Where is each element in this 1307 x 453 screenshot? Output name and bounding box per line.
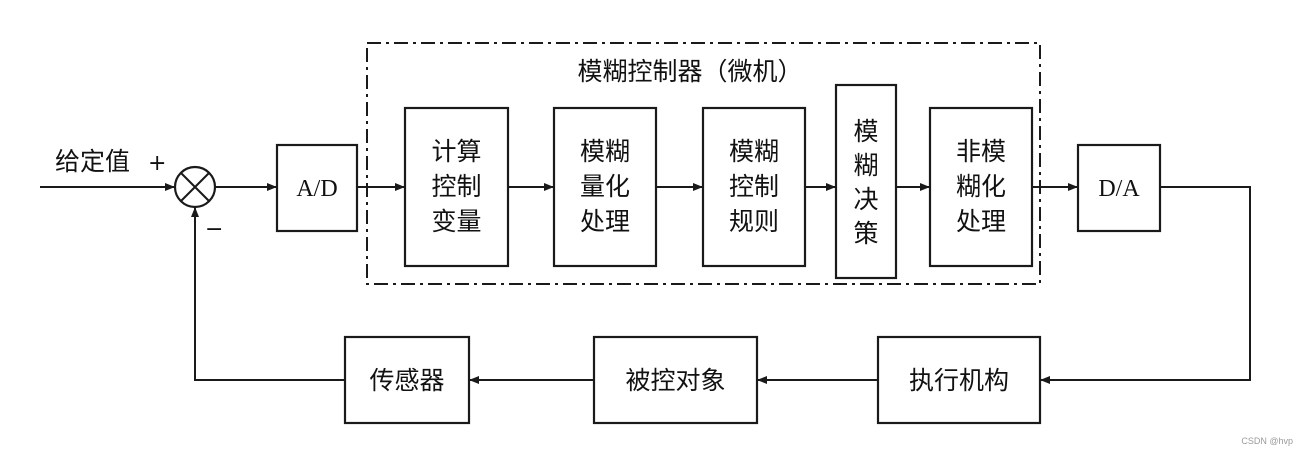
defuzzification-block: 非模 糊化 处理 <box>928 106 1034 268</box>
svg-text:A/D: A/D <box>296 176 337 202</box>
plus-sign: + <box>148 151 166 176</box>
svg-text:执行机构: 执行机构 <box>909 366 1009 395</box>
svg-text:传感器: 传感器 <box>369 366 444 395</box>
summing-junction-icon <box>173 165 217 209</box>
fuzzy-control-rules-block: 模糊 控制 规则 <box>701 106 807 268</box>
svg-text:糊化: 糊化 <box>956 172 1006 201</box>
fuzzy-controller-title: 模糊控制器（微机） <box>577 57 802 86</box>
svg-text:处理: 处理 <box>580 207 630 236</box>
wire-da-to-actuator <box>1040 186 1251 384</box>
svg-text:D/A: D/A <box>1098 176 1140 202</box>
svg-text:策: 策 <box>853 219 878 248</box>
svg-text:模糊: 模糊 <box>729 137 779 166</box>
compute-control-variables-block: 计算 控制 变量 <box>403 106 510 268</box>
svg-text:计算: 计算 <box>431 137 481 166</box>
svg-text:糊: 糊 <box>853 151 878 180</box>
watermark-text: CSDN @hvp <box>1241 436 1293 446</box>
svg-text:变量: 变量 <box>431 207 481 236</box>
svg-text:模糊: 模糊 <box>580 137 630 166</box>
setpoint-label: 给定值 <box>55 147 130 176</box>
fuzzy-quantization-block: 模糊 量化 处理 <box>552 106 658 268</box>
svg-text:规则: 规则 <box>729 207 779 236</box>
controlled-plant-block: 被控对象 <box>592 335 759 425</box>
svg-text:处理: 处理 <box>956 207 1006 236</box>
svg-text:模: 模 <box>853 117 878 146</box>
svg-text:控制: 控制 <box>729 172 779 201</box>
sensor-block: 传感器 <box>343 335 471 425</box>
actuator-block: 执行机构 <box>876 335 1042 425</box>
svg-text:量化: 量化 <box>580 172 630 201</box>
fuzzy-decision-block: 模 糊 决 策 <box>834 83 898 280</box>
svg-text:决: 决 <box>853 185 878 214</box>
ad-converter-block: A/D <box>275 143 359 233</box>
svg-text:非模: 非模 <box>956 137 1006 166</box>
wire-sensor-to-junction <box>191 207 345 381</box>
svg-text:被控对象: 被控对象 <box>625 366 725 395</box>
fuzzy-controller-boundary <box>366 42 1041 285</box>
da-converter-block: D/A <box>1076 143 1162 233</box>
minus-sign: − <box>205 217 223 242</box>
svg-text:控制: 控制 <box>431 172 481 201</box>
